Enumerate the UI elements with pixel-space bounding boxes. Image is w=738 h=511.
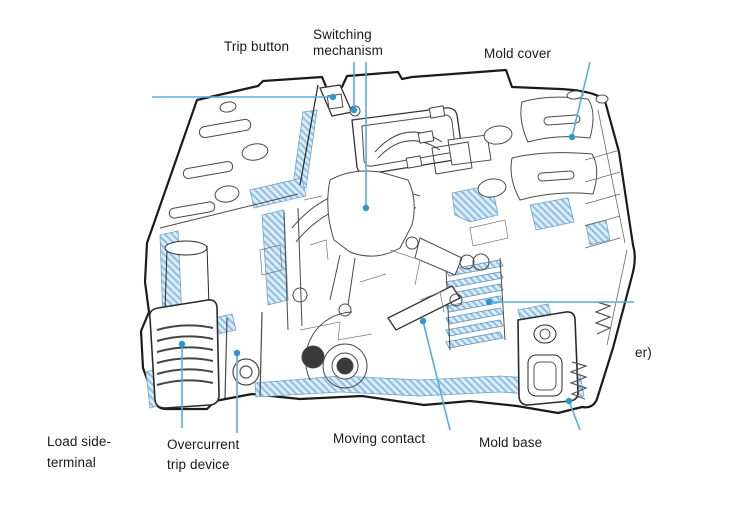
moving-contact-arm <box>386 285 462 331</box>
leader-dot-moving-contact <box>419 317 427 325</box>
leader-dots <box>178 93 576 405</box>
leader-line-mold-cover <box>571 61 591 138</box>
leader-dot-switching-mechanism-a <box>350 106 358 114</box>
leader-dot-load-side-terminal <box>178 340 186 348</box>
leader-dot-arc-chamber <box>485 298 493 306</box>
right-terminal-block <box>517 301 612 406</box>
leader-line-mold-base <box>568 400 581 431</box>
mold-cover-left-face <box>159 84 319 229</box>
right-cover-cutouts <box>477 90 609 201</box>
right-face-edges <box>584 109 628 346</box>
callout-label-moving-contact: Moving contact <box>333 431 426 446</box>
internal-mechanism <box>259 141 509 389</box>
callout-label-mold-cover: Mold cover <box>484 46 552 61</box>
callout-label-trip-button: Trip button <box>224 39 290 54</box>
leader-dot-switching-mechanism-b <box>362 204 370 212</box>
leader-dot-overcurrent-trip-device <box>233 349 241 357</box>
callout-label-mold-base: Mold base <box>479 435 543 450</box>
top-face-details <box>319 84 628 346</box>
callout-label-switching-mechanism: Switching mechanism <box>313 27 383 58</box>
leader-dot-trip-button <box>329 93 337 101</box>
trip-device-block <box>224 311 263 399</box>
leader-line-moving-contact <box>422 320 451 431</box>
callout-label-truncated-right: er) <box>635 345 652 360</box>
load-terminal-coil <box>148 240 263 409</box>
callout-label-overcurrent-trip-device: Overcurrent trip device <box>167 437 240 472</box>
leader-dot-mold-base <box>565 397 573 405</box>
leader-dot-mold-cover <box>568 133 576 141</box>
callout-label-load-side-terminal: Load side- terminal <box>47 434 112 470</box>
leader-lines <box>152 61 634 433</box>
